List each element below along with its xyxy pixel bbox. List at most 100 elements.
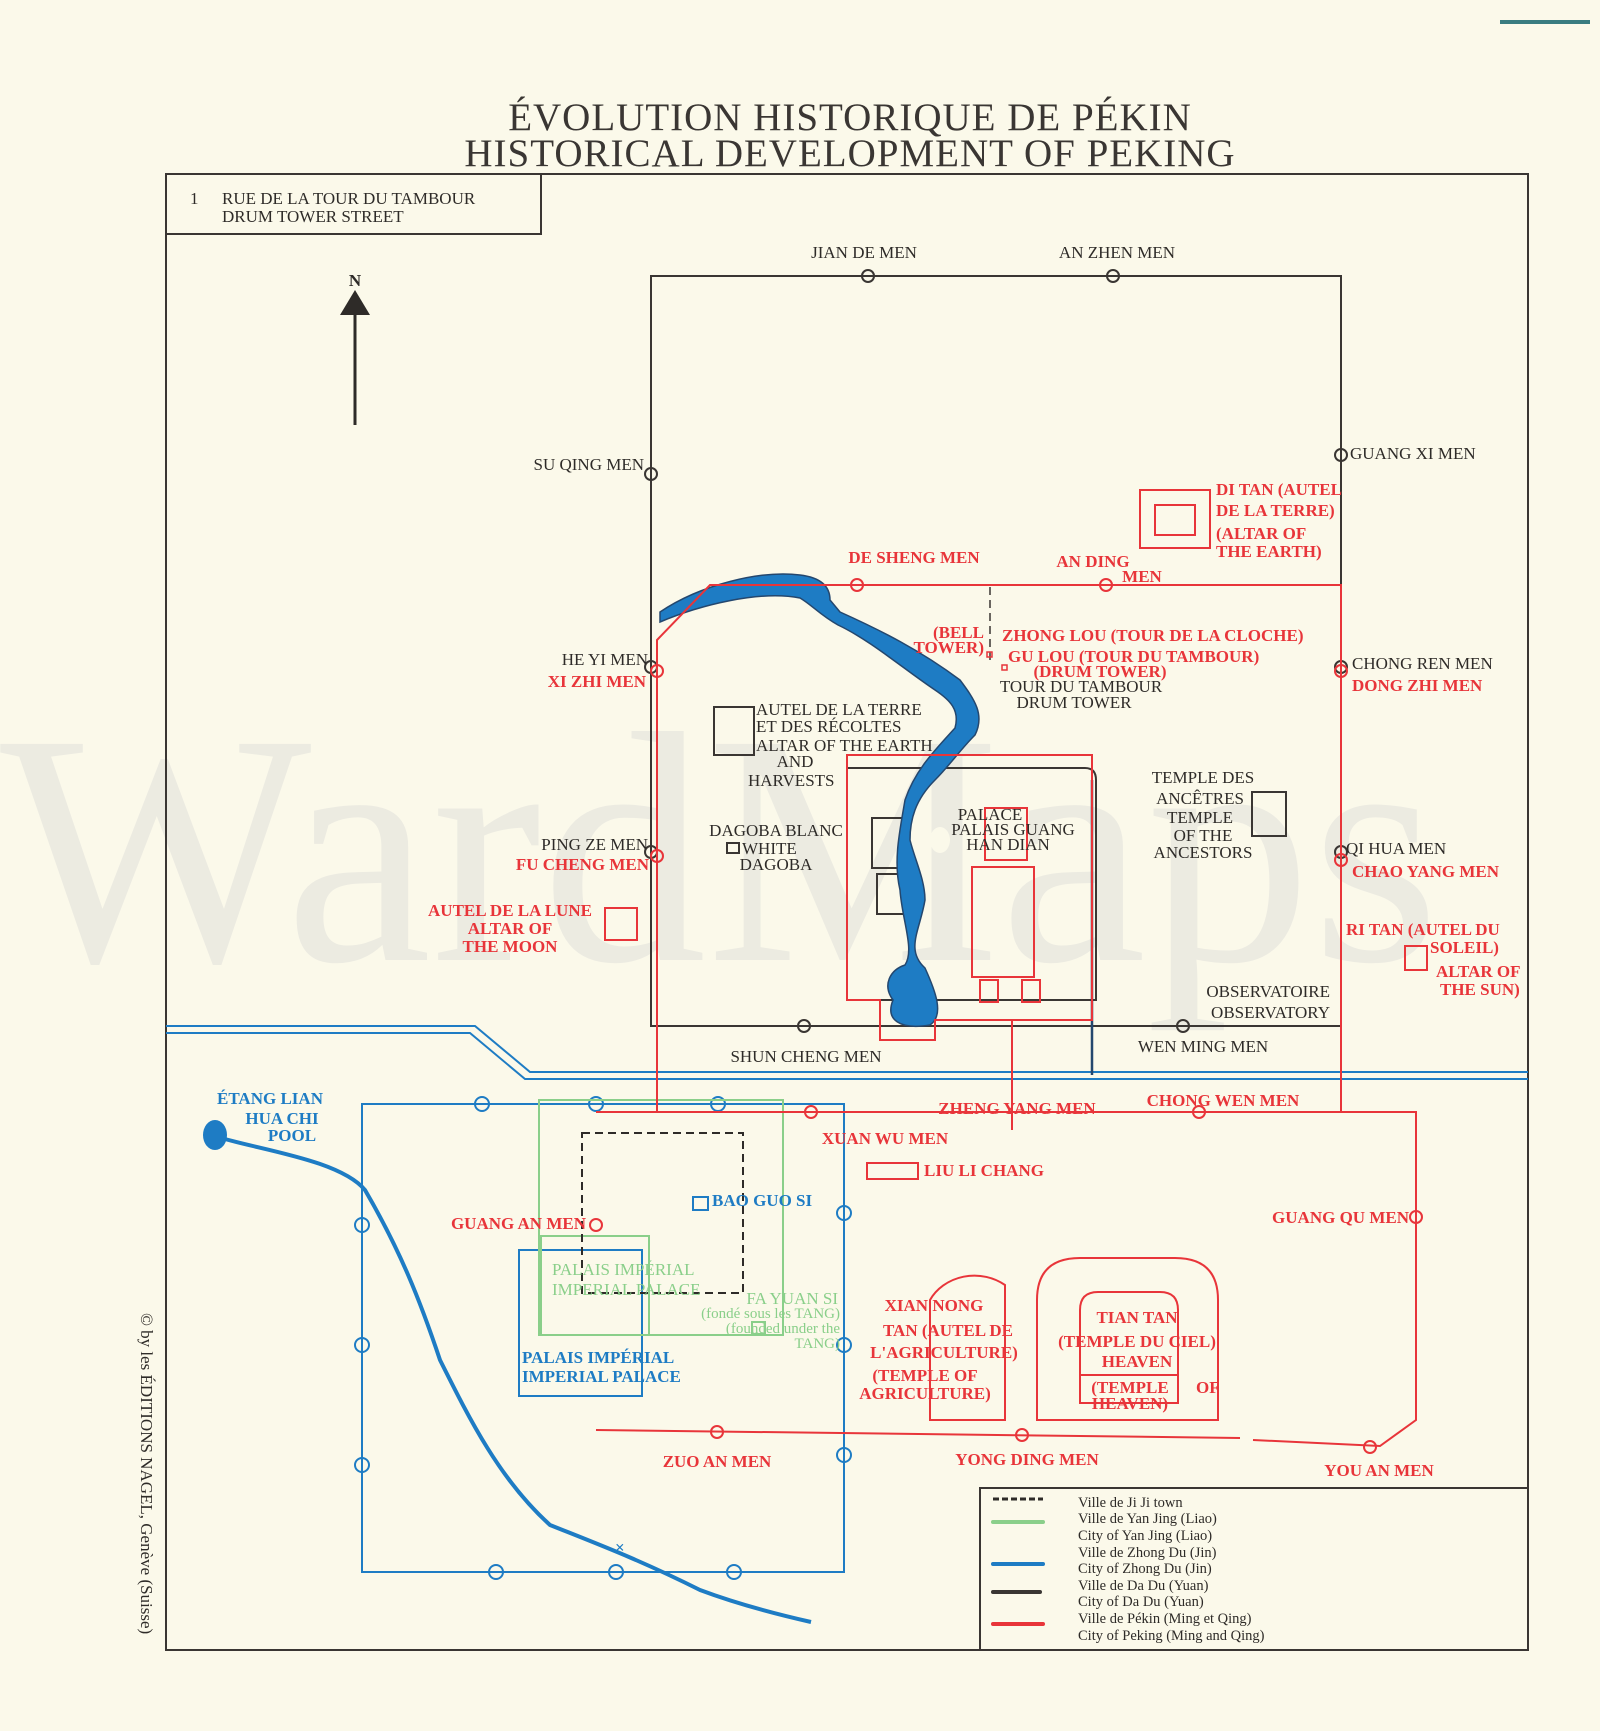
legend-item: Ville de Pékin (Ming et Qing): [1078, 1611, 1252, 1627]
di-tan-4: THE EARTH): [1216, 542, 1322, 561]
drum-tower-fr: TOUR DU TAMBOUR: [1000, 677, 1163, 696]
gate-zheng-yang-men: ZHENG YANG MEN: [938, 1099, 1096, 1118]
white-dagoba-marker: [726, 842, 740, 854]
di-tan-outer: [1139, 489, 1211, 549]
legend-item: City of Zhong Du (Jin): [1078, 1561, 1212, 1577]
zhongdu-gates: [354, 1096, 852, 1580]
gate-guang-an-men: GUANG AN MEN: [451, 1214, 587, 1233]
temple-heaven-outer: [1036, 1257, 1219, 1421]
zhongdu-palace-en: IMPERIAL PALACE: [522, 1367, 681, 1386]
title-english: HISTORICAL DEVELOPMENT OF PEKING: [464, 132, 1235, 175]
altar-sun-2: SOLEIL): [1430, 938, 1499, 957]
yanjing-palace: [540, 1235, 650, 1336]
agriculture-3: L'AGRICULTURE): [870, 1343, 1018, 1362]
fa-yuan-si-1: FA YUAN SI: [746, 1289, 838, 1308]
gate-he-yi-men: HE YI MEN: [562, 650, 648, 669]
forbidden-city: [971, 866, 1035, 978]
drum-tower-red: (DRUM TOWER): [1033, 662, 1166, 681]
watermark: WardMaps: [0, 667, 1440, 1032]
gate-fu-cheng-men: FU CHENG MEN: [516, 855, 650, 874]
dagoba-en2: DAGOBA: [740, 855, 813, 874]
heaven-3: HEAVEN: [1102, 1352, 1173, 1371]
pool-1: ÉTANG LIAN: [217, 1089, 324, 1108]
altar-earth-line3: ALTAR OF THE EARTH: [756, 736, 933, 755]
temple-ancestors-marker: [1251, 791, 1287, 837]
zhongdu-palace-fr: PALAIS IMPÉRIAL: [522, 1348, 674, 1367]
gate-chong-wen-men: CHONG WEN MEN: [1147, 1091, 1300, 1110]
bell-tower-marker: [986, 651, 993, 658]
legend-item: City of Peking (Ming and Qing): [1078, 1628, 1265, 1644]
gate-xi-zhi-men: XI ZHI MEN: [548, 672, 647, 691]
bao-guo-si: BAO GUO SI: [712, 1191, 813, 1210]
gate-jian-de-men: JIAN DE MEN: [811, 243, 917, 262]
zhong-lou: ZHONG LOU (TOUR DE LA CLOCHE): [1002, 626, 1303, 645]
ancestors-1: TEMPLE DES: [1152, 768, 1254, 787]
gate-guang-qu-men: GUANG QU MEN: [1272, 1208, 1410, 1227]
altar-earth-line2: ET DES RÉCOLTES: [756, 717, 901, 736]
inset-box: [165, 173, 542, 235]
heaven-2: (TEMPLE DU CIEL): [1058, 1332, 1216, 1351]
gate-wen-ming-men: WEN MING MEN: [1138, 1037, 1268, 1056]
gate-building: [979, 979, 999, 1003]
di-tan-2: DE LA TERRE): [1216, 501, 1335, 520]
title-french: ÉVOLUTION HISTORIQUE DE PÉKIN: [508, 95, 1192, 139]
agriculture-1: XIAN NONG: [885, 1296, 984, 1315]
altar-moon-marker: [604, 907, 638, 941]
drum-tower-marker: [1001, 664, 1008, 671]
palace-red-building: [984, 807, 1028, 861]
heaven-6: HEAVEN): [1092, 1394, 1168, 1413]
qionghua-island: [930, 827, 950, 853]
heaven-1: TIAN TAN: [1096, 1308, 1178, 1327]
legend-box: [979, 1487, 1529, 1651]
agriculture-5: AGRICULTURE): [859, 1384, 991, 1403]
gate-xuan-wu-men: XUAN WU MEN: [822, 1129, 949, 1148]
altar-sun-marker: [1404, 945, 1428, 971]
legend-item: Ville de Zhong Du (Jin): [1078, 1545, 1217, 1561]
gate-zuo-an-men: ZUO AN MEN: [663, 1452, 772, 1471]
di-tan-3: (ALTAR OF: [1216, 524, 1306, 543]
fa-yuan-si-2: (fondé sous les TANG): [701, 1306, 840, 1322]
imperial-city-wall: [846, 754, 1093, 1041]
lian-hua-chi-pool: [203, 1120, 227, 1150]
pool-3: POOL: [268, 1126, 316, 1145]
temple-agriculture-wall: [929, 1274, 1006, 1421]
palace-fr2: HAN DIAN: [966, 835, 1050, 854]
legend-item: Ville de Da Du (Yuan): [1078, 1578, 1209, 1594]
ancestors-5: ANCESTORS: [1154, 843, 1253, 862]
legend-swatches: [991, 1497, 1045, 1626]
bao-guo-si-marker: [692, 1196, 709, 1211]
altar-sun-3: ALTAR OF: [1436, 962, 1521, 981]
river: [217, 1135, 812, 1624]
altar-earth-harvest-marker: [713, 706, 755, 756]
peking-outer-city-wall: [595, 1111, 1417, 1448]
map-frame: [165, 173, 1529, 1651]
pool-2: HUA CHI: [245, 1109, 319, 1128]
agriculture-4: (TEMPLE OF: [872, 1366, 977, 1385]
gate-de-sheng-men: DE SHENG MEN: [848, 548, 980, 567]
legend-item: Ville de Yan Jing (Liao): [1078, 1511, 1217, 1527]
agriculture-2: TAN (AUTEL DE: [883, 1321, 1013, 1340]
altar-sun-1: RI TAN (AUTEL DU: [1346, 920, 1500, 939]
heaven-4: (TEMPLE: [1091, 1378, 1168, 1397]
legend-item: City of Da Du (Yuan): [1078, 1594, 1204, 1610]
ji-town-wall: [581, 1132, 744, 1294]
palace-en: PALACE: [958, 805, 1023, 824]
drum-tower-en: DRUM TOWER: [1016, 693, 1132, 712]
ancestors-2: ANCÊTRES: [1156, 789, 1244, 808]
gate-an-zhen-men: AN ZHEN MEN: [1059, 243, 1175, 262]
yanjing-wall: [538, 1099, 784, 1336]
inset-number: 1: [190, 189, 199, 208]
yanjing-palace-fr: PALAIS IMPÉRIAL: [552, 1260, 694, 1279]
gate-guang-xi-men: GUANG XI MEN: [1350, 444, 1476, 463]
gu-lou: GU LOU (TOUR DU TAMBOUR): [1008, 647, 1259, 666]
bell-tower-1: (BELL: [933, 623, 984, 642]
ancestors-3: TEMPLE: [1167, 808, 1233, 827]
north-arrow-icon: [340, 290, 370, 425]
gate-chong-ren-men: CHONG REN MEN: [1352, 654, 1493, 673]
gate-qi-hua-men: QI HUA MEN: [1346, 839, 1446, 858]
gate-yong-ding-men: YONG DING MEN: [955, 1450, 1099, 1469]
dagoba-en1: WHITE: [742, 839, 797, 858]
di-tan-1: DI TAN (AUTEL: [1216, 480, 1342, 499]
observatory-en: OBSERVATORY: [1211, 1003, 1330, 1022]
